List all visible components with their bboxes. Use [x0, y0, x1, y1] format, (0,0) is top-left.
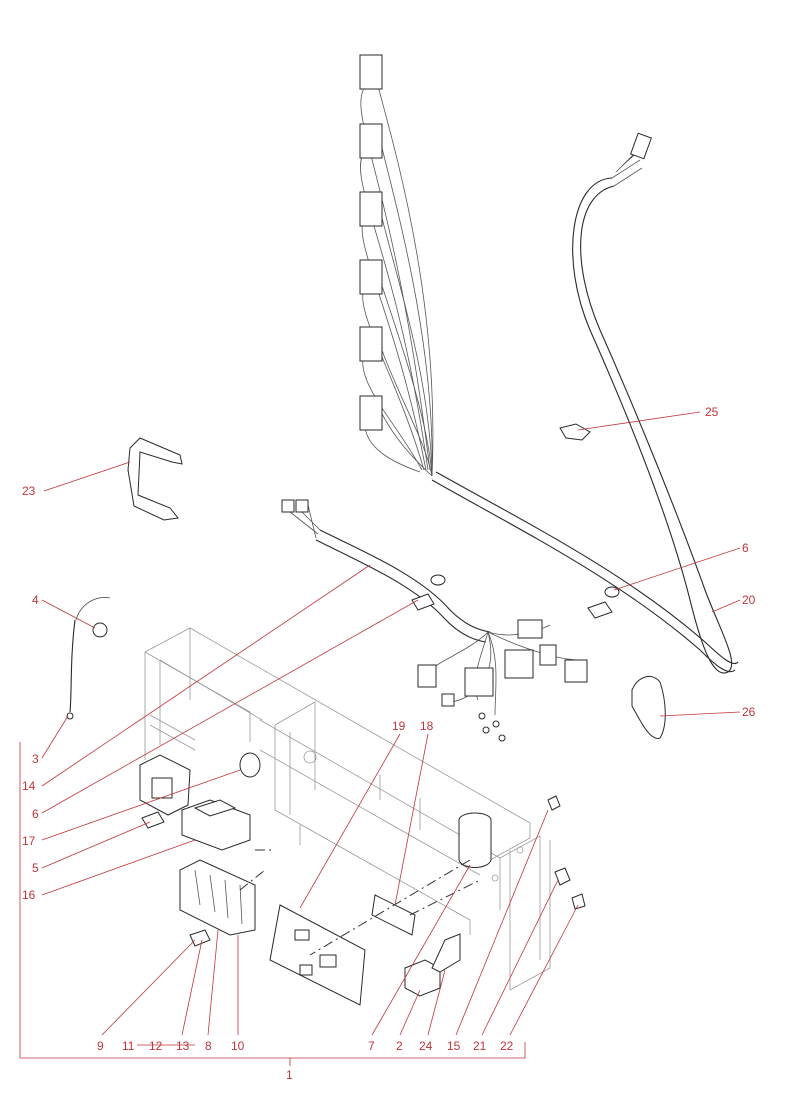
grommet-component: [239, 752, 261, 778]
callout-10: 10: [231, 1039, 245, 1053]
part-22: [571, 893, 586, 910]
cover-26: [631, 675, 666, 739]
callout-13: 13: [176, 1039, 190, 1053]
callout-1: 1: [286, 1068, 293, 1082]
callout-19: 19: [392, 719, 406, 733]
bracket-23: [127, 437, 183, 521]
callout-11: 11: [122, 1039, 135, 1053]
clip-25: [559, 423, 591, 441]
callout-18: 18: [420, 719, 434, 733]
callout-22: 22: [500, 1039, 514, 1053]
callout-15: 15: [447, 1039, 461, 1053]
cable-4: [66, 597, 111, 720]
hose-assembly-20: [572, 132, 733, 674]
control-board-19: [269, 904, 366, 1006]
callout-2: 2: [396, 1039, 403, 1053]
capacitor-7: [458, 812, 492, 868]
part-21: [554, 867, 571, 886]
hose-assembly-14: [281, 499, 588, 742]
bracket-24: [431, 933, 461, 973]
callout-24: 24: [419, 1039, 433, 1053]
callout-23: 23: [22, 484, 36, 498]
part-11-12-13: [189, 929, 211, 947]
callout-labels: 23 4 3 14 6 17 5 16 9 11 12 13 8 10 7 2 …: [22, 405, 756, 1082]
callout-7: 7: [368, 1039, 375, 1053]
callout-4: 4: [32, 593, 39, 607]
callout-21: 21: [473, 1039, 487, 1053]
callout-6-left: 6: [32, 807, 39, 821]
callout-16: 16: [22, 888, 36, 902]
callout-26: 26: [742, 705, 756, 719]
main-wire-harness: [359, 54, 739, 673]
callout-6-right: 6: [742, 541, 749, 555]
callout-17: 17: [22, 834, 36, 848]
chassis-frame: [144, 627, 551, 991]
callout-5: 5: [32, 861, 39, 875]
board-18: [371, 894, 416, 936]
screw-15: [547, 795, 561, 811]
callout-14: 14: [22, 779, 36, 793]
transformer-16: [181, 799, 251, 851]
callout-8: 8: [205, 1039, 212, 1053]
leader-lines: [41, 411, 741, 1046]
callout-20: 20: [742, 593, 756, 607]
item-1-bracket: [19, 742, 526, 1066]
callout-12: 12: [149, 1039, 163, 1053]
component-5: [141, 811, 165, 829]
callout-25: 25: [705, 405, 719, 419]
terminal-block-8: [179, 859, 256, 936]
callout-3: 3: [32, 752, 39, 766]
component-17: [139, 754, 191, 816]
callout-9: 9: [97, 1039, 104, 1053]
